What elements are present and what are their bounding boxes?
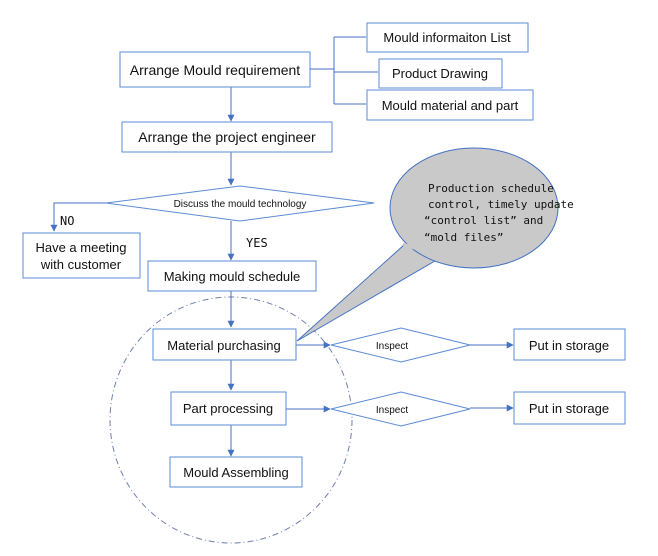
decision-inspect-1: Inspect	[330, 327, 471, 363]
callout-bubble: Production schedule control, timely upda…	[296, 147, 574, 342]
inspect-1-label: Inspect	[376, 341, 408, 352]
decision-discuss-technology: Discuss the mould technology	[105, 185, 375, 222]
callout-ellipse	[389, 147, 559, 269]
mould-info-list-label: Mould informaiton List	[383, 30, 511, 45]
node-storage-1: Put in storage	[513, 328, 626, 361]
node-material-purchasing: Material purchasing	[152, 328, 297, 361]
decision-inspect-2: Inspect	[330, 391, 471, 427]
callout-tail	[296, 244, 442, 342]
arrange-requirement-label: Arrange Mould requirement	[130, 62, 301, 78]
arrange-engineer-label: Arrange the project engineer	[138, 129, 316, 145]
storage-1-label: Put in storage	[529, 338, 609, 353]
discuss-technology-label: Discuss the mould technology	[174, 199, 307, 210]
callout-text-line2: control, timely update	[428, 198, 574, 211]
node-mould-material-part: Mould material and part	[366, 89, 534, 121]
node-mould-info-list: Mould informaiton List	[366, 22, 529, 53]
inspect-2-label: Inspect	[376, 405, 408, 416]
node-product-drawing: Product Drawing	[378, 58, 503, 89]
node-mould-assembling: Mould Assembling	[169, 456, 303, 488]
node-arrange-requirement: Arrange Mould requirement	[119, 51, 311, 88]
material-purchasing-label: Material purchasing	[167, 338, 280, 353]
callout-text-line1: Production schedule	[428, 182, 554, 195]
node-meeting-customer: Have a meeting with customer	[22, 232, 141, 279]
node-storage-2: Put in storage	[513, 391, 626, 425]
no-label: NO	[60, 214, 74, 228]
node-making-schedule: Making mould schedule	[147, 260, 317, 292]
flow-arrows	[50, 87, 514, 457]
bracket-connectors	[310, 36, 378, 105]
node-arrange-engineer: Arrange the project engineer	[121, 121, 333, 153]
node-part-processing: Part processing	[170, 391, 287, 426]
meeting-line2-label: with customer	[40, 257, 122, 272]
callout-text-line4: “mold files”	[424, 231, 503, 244]
mould-assembling-label: Mould Assembling	[183, 465, 289, 480]
making-schedule-label: Making mould schedule	[164, 269, 301, 284]
callout-text-line3: “control list” and	[424, 214, 543, 227]
part-processing-label: Part processing	[183, 401, 273, 416]
storage-2-label: Put in storage	[529, 401, 609, 416]
meeting-line1-label: Have a meeting	[35, 240, 126, 255]
product-drawing-label: Product Drawing	[392, 66, 488, 81]
yes-label: YES	[246, 236, 268, 250]
mould-material-part-label: Mould material and part	[382, 98, 519, 113]
